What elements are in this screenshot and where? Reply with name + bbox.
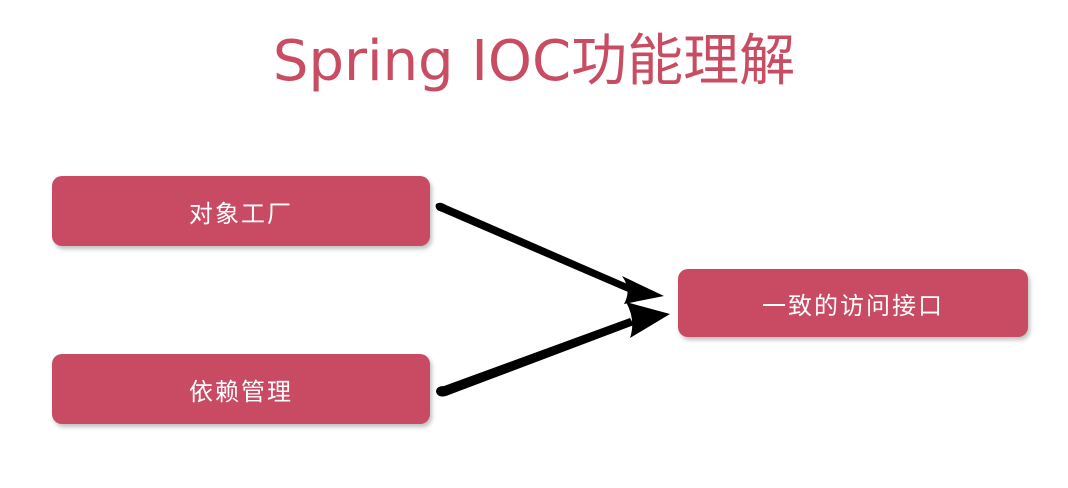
unified-access-interface-box: 一致的访问接口 (678, 269, 1028, 337)
unified-access-interface-label: 一致的访问接口 (762, 291, 944, 320)
arrow-deps-to-api-shaft (436, 318, 634, 397)
slide-title: Spring IOC功能理解 (272, 29, 796, 94)
arrow-factory-to-api-shaft (435, 202, 632, 292)
object-factory-box: 对象工厂 (52, 176, 430, 246)
dependency-management-box: 依赖管理 (52, 354, 430, 424)
arrow-factory-to-api-head (622, 276, 664, 304)
dependency-management-label: 依赖管理 (189, 377, 293, 406)
arrow-deps-to-api-head (626, 302, 670, 338)
object-factory-label: 对象工厂 (189, 199, 293, 228)
